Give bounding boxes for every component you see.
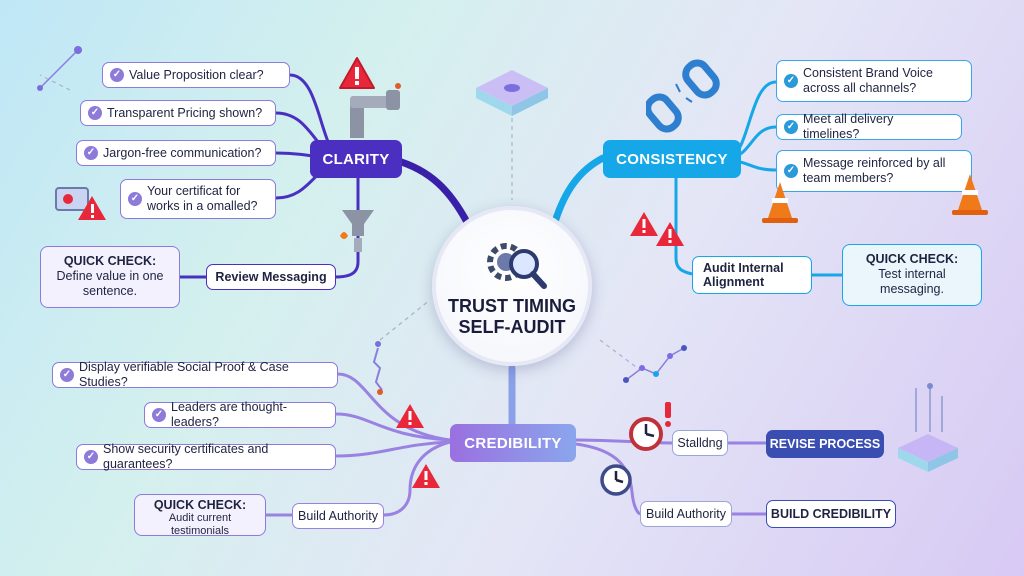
warning-icon [412,464,440,488]
warning-icon [656,222,684,246]
funnel-pipe-icon [340,210,374,252]
revise-process-button[interactable]: REVISE PROCESS [766,430,884,458]
consistency-item-brand-voice[interactable]: ✓ Consistent Brand Voice across all chan… [776,60,972,102]
cone-icon [952,174,988,215]
center-node: TRUST TIMING SELF-AUDIT [432,206,592,366]
center-title: TRUST TIMING SELF-AUDIT [448,296,576,337]
cube-stack-icon [476,70,548,116]
leaking-pipe-icon [350,83,401,138]
clarity-item-pricing[interactable]: ✓ Transparent Pricing shown? [80,100,276,126]
alarm-clock-icon [629,417,663,451]
consistency-quick-check: QUICK CHECK: Test internal messaging. [842,244,982,306]
quick-check-title: QUICK CHECK: [153,498,247,512]
check-icon: ✓ [84,450,98,464]
credibility-tag[interactable]: CREDIBILITY [450,424,576,462]
certificate-warning-icon [55,187,106,220]
gear-magnifier-icon [487,243,547,289]
clarity-quick-check: QUICK CHECK: Define value in one sentenc… [40,246,180,308]
quick-check-title: QUICK CHECK: [63,254,157,268]
cracked-pillar-icon [372,341,383,395]
stalling-label: Stalldng [672,430,728,456]
credibility-item-social-proof[interactable]: ✓ Display verifiable Social Proof & Case… [52,360,338,389]
review-messaging-button[interactable]: Review Messaging [206,264,336,290]
consistency-item-team[interactable]: ✓ Message reinforced by all team members… [776,150,972,192]
check-icon: ✓ [784,74,798,88]
build-authority-left-button[interactable]: Build Authority [292,503,384,529]
isometric-stack-icon [898,383,958,472]
quick-check-title: QUICK CHECK: [865,252,959,266]
check-icon: ✓ [784,164,798,178]
audit-alignment-button[interactable]: Audit Internal Alignment [692,256,812,294]
clarity-item-certificate[interactable]: ✓ Your certificat for works in a omalled… [120,179,276,219]
check-icon: ✓ [84,146,98,160]
credibility-item-thought-leaders[interactable]: ✓ Leaders are thought-leaders? [144,400,336,429]
credibility-item-security[interactable]: ✓ Show security certificates and guarant… [76,442,336,471]
scatter-nodes-icon [623,345,687,383]
check-icon: ✓ [152,408,166,422]
quick-check-text: Test internal messaging. [878,267,946,296]
warning-icon [396,404,424,428]
broken-chain-icon [646,59,720,133]
warning-icon [339,57,375,89]
consistency-item-timelines[interactable]: ✓ Meet all delivery timelines? [776,112,962,141]
build-authority-right-button[interactable]: Build Authority [640,501,732,527]
quick-check-text: Define value in one sentence. [56,269,164,298]
quick-check-text: Audit current testimonials [168,512,232,537]
exclamation-icon [665,402,671,427]
clarity-tag[interactable]: CLARITY [310,140,402,178]
check-icon: ✓ [110,68,124,82]
clarity-item-value-proposition[interactable]: ✓ Value Proposition clear? [102,62,290,88]
node-graph-icon [37,46,82,91]
credibility-quick-check: QUICK CHECK: Audit current testimonials [134,494,266,537]
warning-icon [630,212,658,236]
clarity-item-jargon[interactable]: ✓ Jargon-free communication? [76,140,276,166]
clock-icon [600,464,632,496]
check-icon: ✓ [784,120,798,134]
check-icon: ✓ [88,106,102,120]
build-credibility-button[interactable]: BUILD CREDIBILITY [766,500,896,528]
check-icon: ✓ [128,192,142,206]
check-icon: ✓ [60,368,74,382]
consistency-tag[interactable]: CONSISTENCY [603,140,741,178]
cone-icon [762,182,798,223]
